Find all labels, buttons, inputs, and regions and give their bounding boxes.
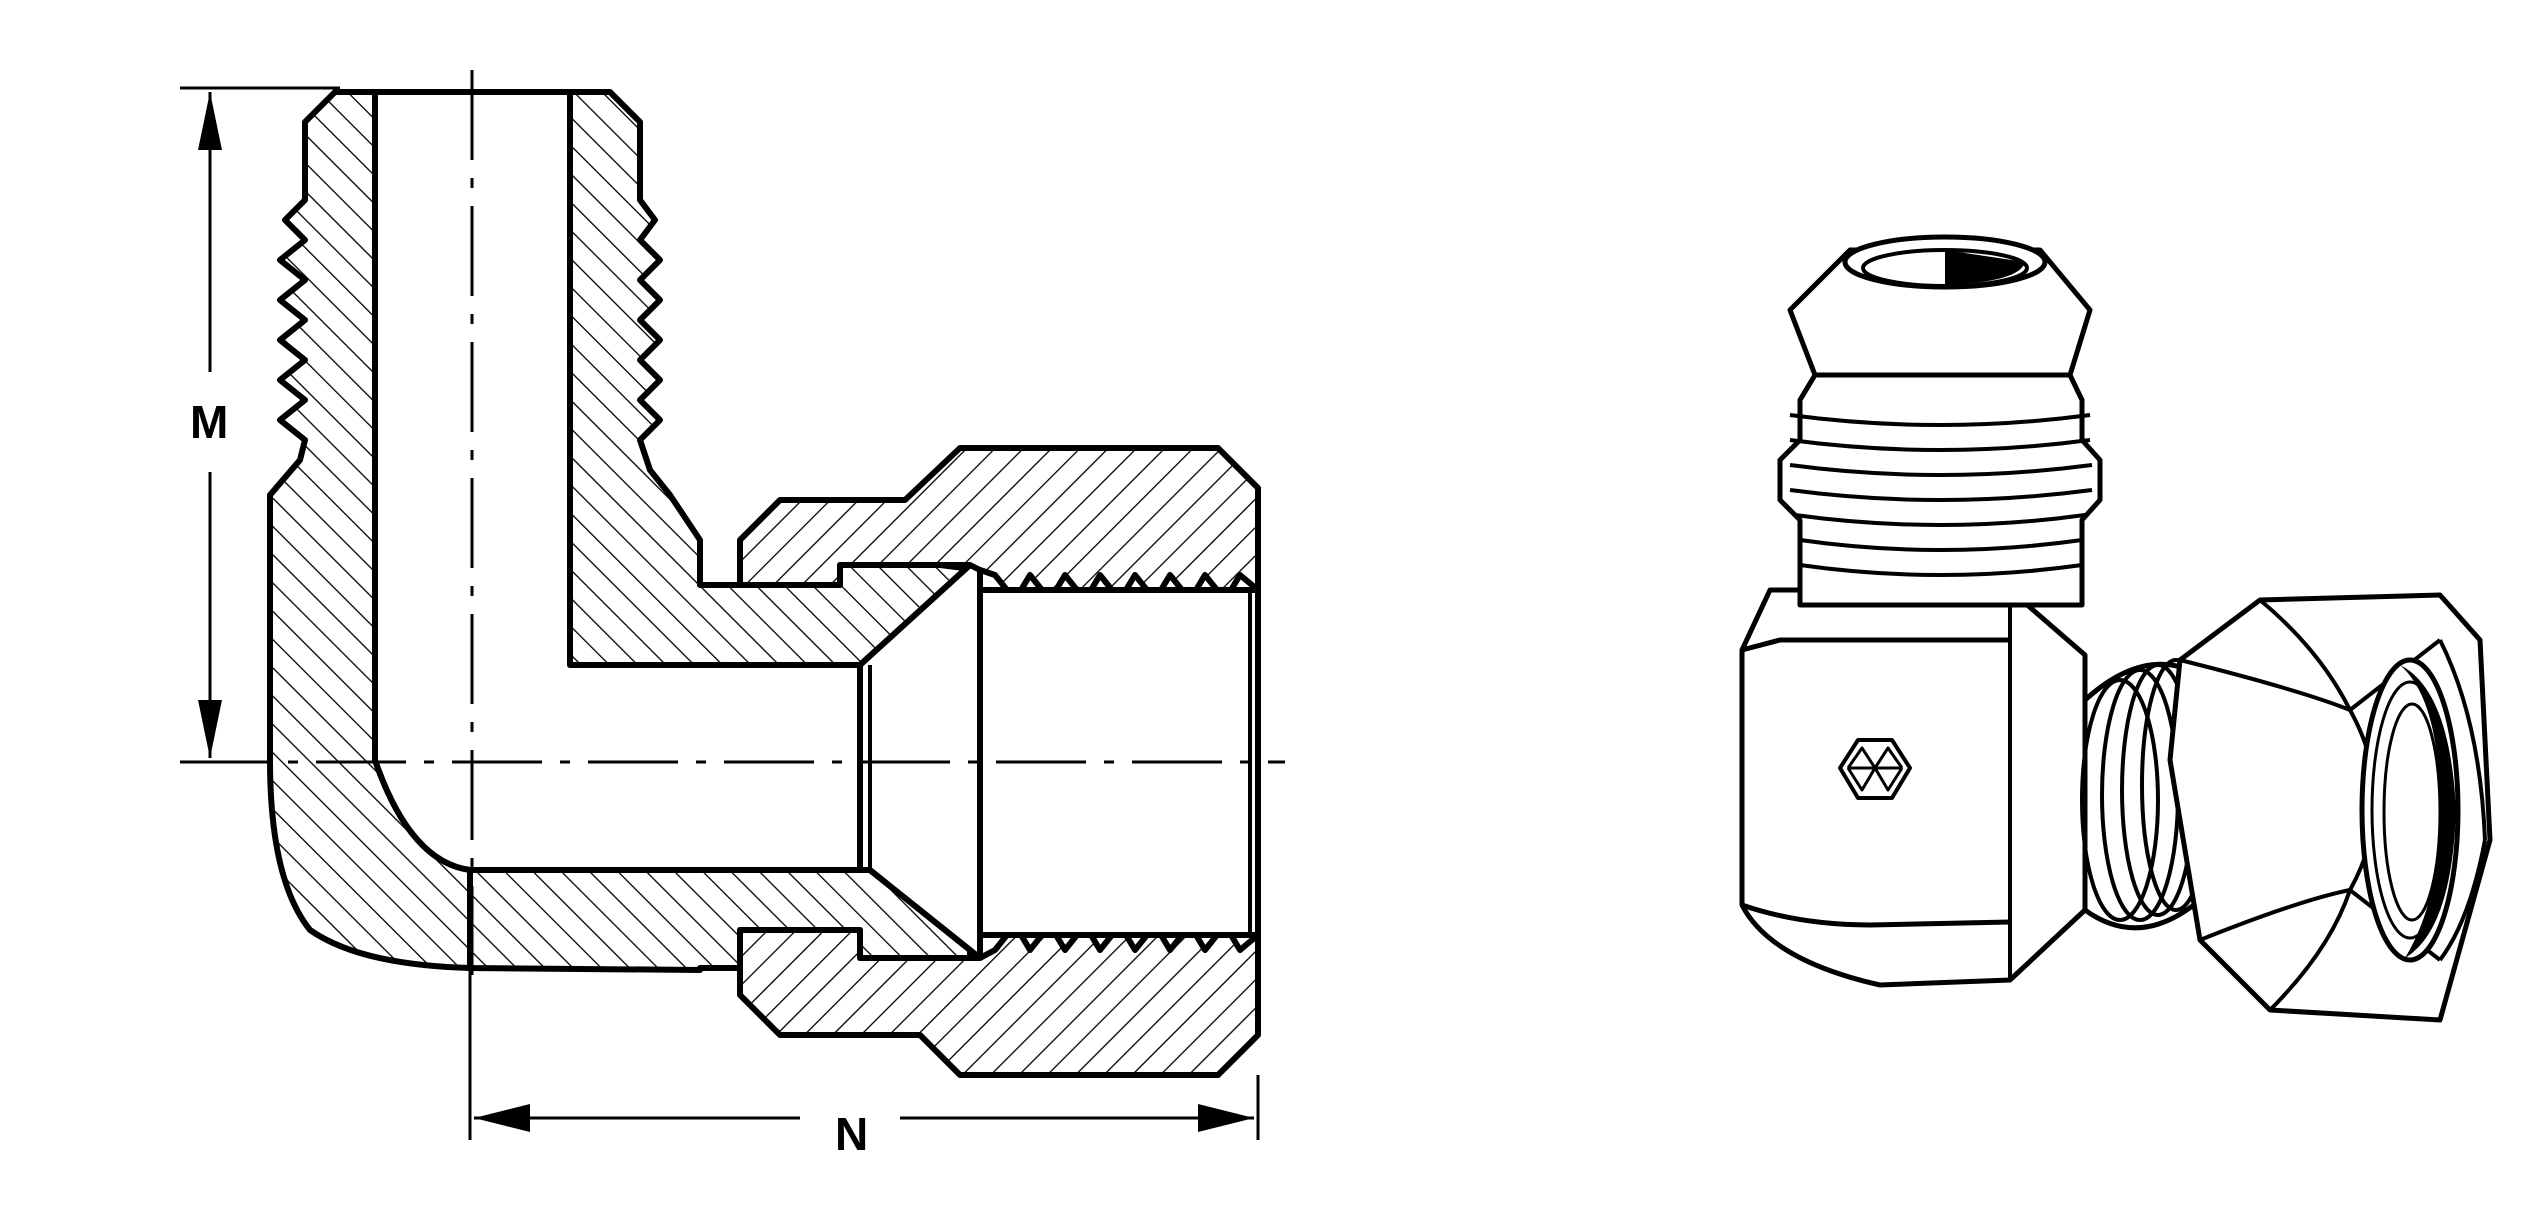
dimension-n-label: N	[835, 1108, 868, 1160]
arrow-up-icon	[198, 92, 222, 150]
arrow-right-icon	[1198, 1104, 1254, 1132]
hex-body	[1739, 587, 2088, 988]
swivel-nut-top	[737, 445, 1261, 603]
hexagon-logo-icon	[1838, 738, 1912, 800]
arrow-down-icon	[198, 700, 222, 758]
dimension-m-label: M	[190, 396, 228, 448]
swivel-nut-bottom	[737, 922, 1261, 1078]
elbow-fitting-cross-section	[267, 89, 1261, 1078]
elbow-fitting-perspective-view	[1739, 234, 2493, 1023]
center-lines	[180, 70, 1285, 975]
dimension-m	[180, 86, 340, 764]
arrow-left-icon	[474, 1104, 530, 1132]
dimension-n	[468, 970, 1260, 1140]
